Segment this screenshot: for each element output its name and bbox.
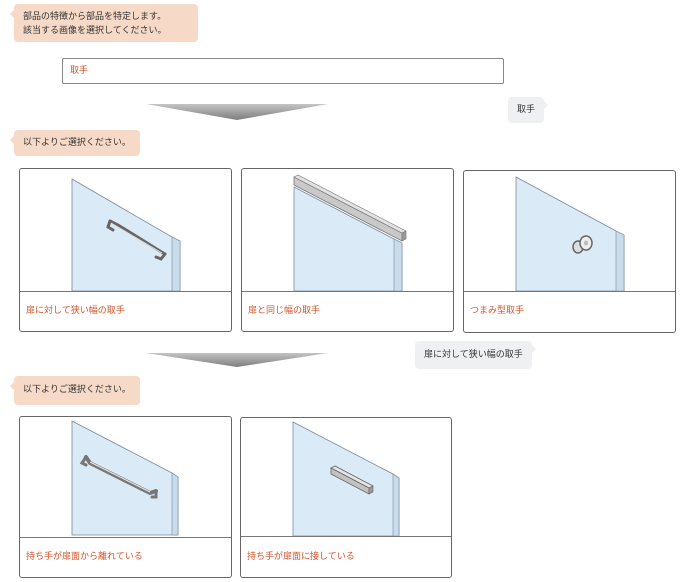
door-flush-handle-icon <box>292 421 400 537</box>
part-search-input[interactable]: 取手 <box>62 58 504 84</box>
bot-message-intro: 部品の特徴から部品を特定します。 該当する画像を選択してください。 <box>10 4 198 42</box>
option-card-flush-handle[interactable]: 持ち手が扉面に接している <box>240 417 452 578</box>
user-reply-part-type: 取手 <box>508 97 549 123</box>
option-label: 持ち手が扉面から離れている <box>26 552 143 562</box>
bot-message-select: 以下よりご選択ください。 <box>10 376 140 405</box>
option-label: 扉に対して狭い幅の取手 <box>26 306 125 316</box>
option-card-knob[interactable]: つまみ型取手 <box>463 170 676 333</box>
bot-message-line-1: 部品の特徴から部品を特定します。 <box>23 12 167 22</box>
bot-message-select: 以下よりご選択ください。 <box>10 130 140 156</box>
down-arrow-icon <box>146 353 328 367</box>
door-bar-handle-icon <box>71 420 179 536</box>
option-card-full-width-handle[interactable]: 扉と同じ幅の取手 <box>241 168 454 332</box>
user-reply-handle-type: 扉に対して狭い幅の取手 <box>415 341 536 369</box>
door-narrow-handle-icon <box>71 178 181 291</box>
down-arrow-icon <box>146 104 328 120</box>
option-card-narrow-handle[interactable]: 扉に対して狭い幅の取手 <box>19 168 232 332</box>
door-knob-icon <box>515 176 625 292</box>
door-full-width-handle-icon <box>293 174 407 291</box>
option-label: つまみ型取手 <box>470 306 525 316</box>
option-label: 持ち手が扉面に接している <box>247 552 355 562</box>
bot-message-line-2: 該当する画像を選択してください。 <box>23 26 167 36</box>
option-card-bar-handle[interactable]: 持ち手が扉面から離れている <box>19 416 232 578</box>
option-label: 扉と同じ幅の取手 <box>248 306 321 316</box>
